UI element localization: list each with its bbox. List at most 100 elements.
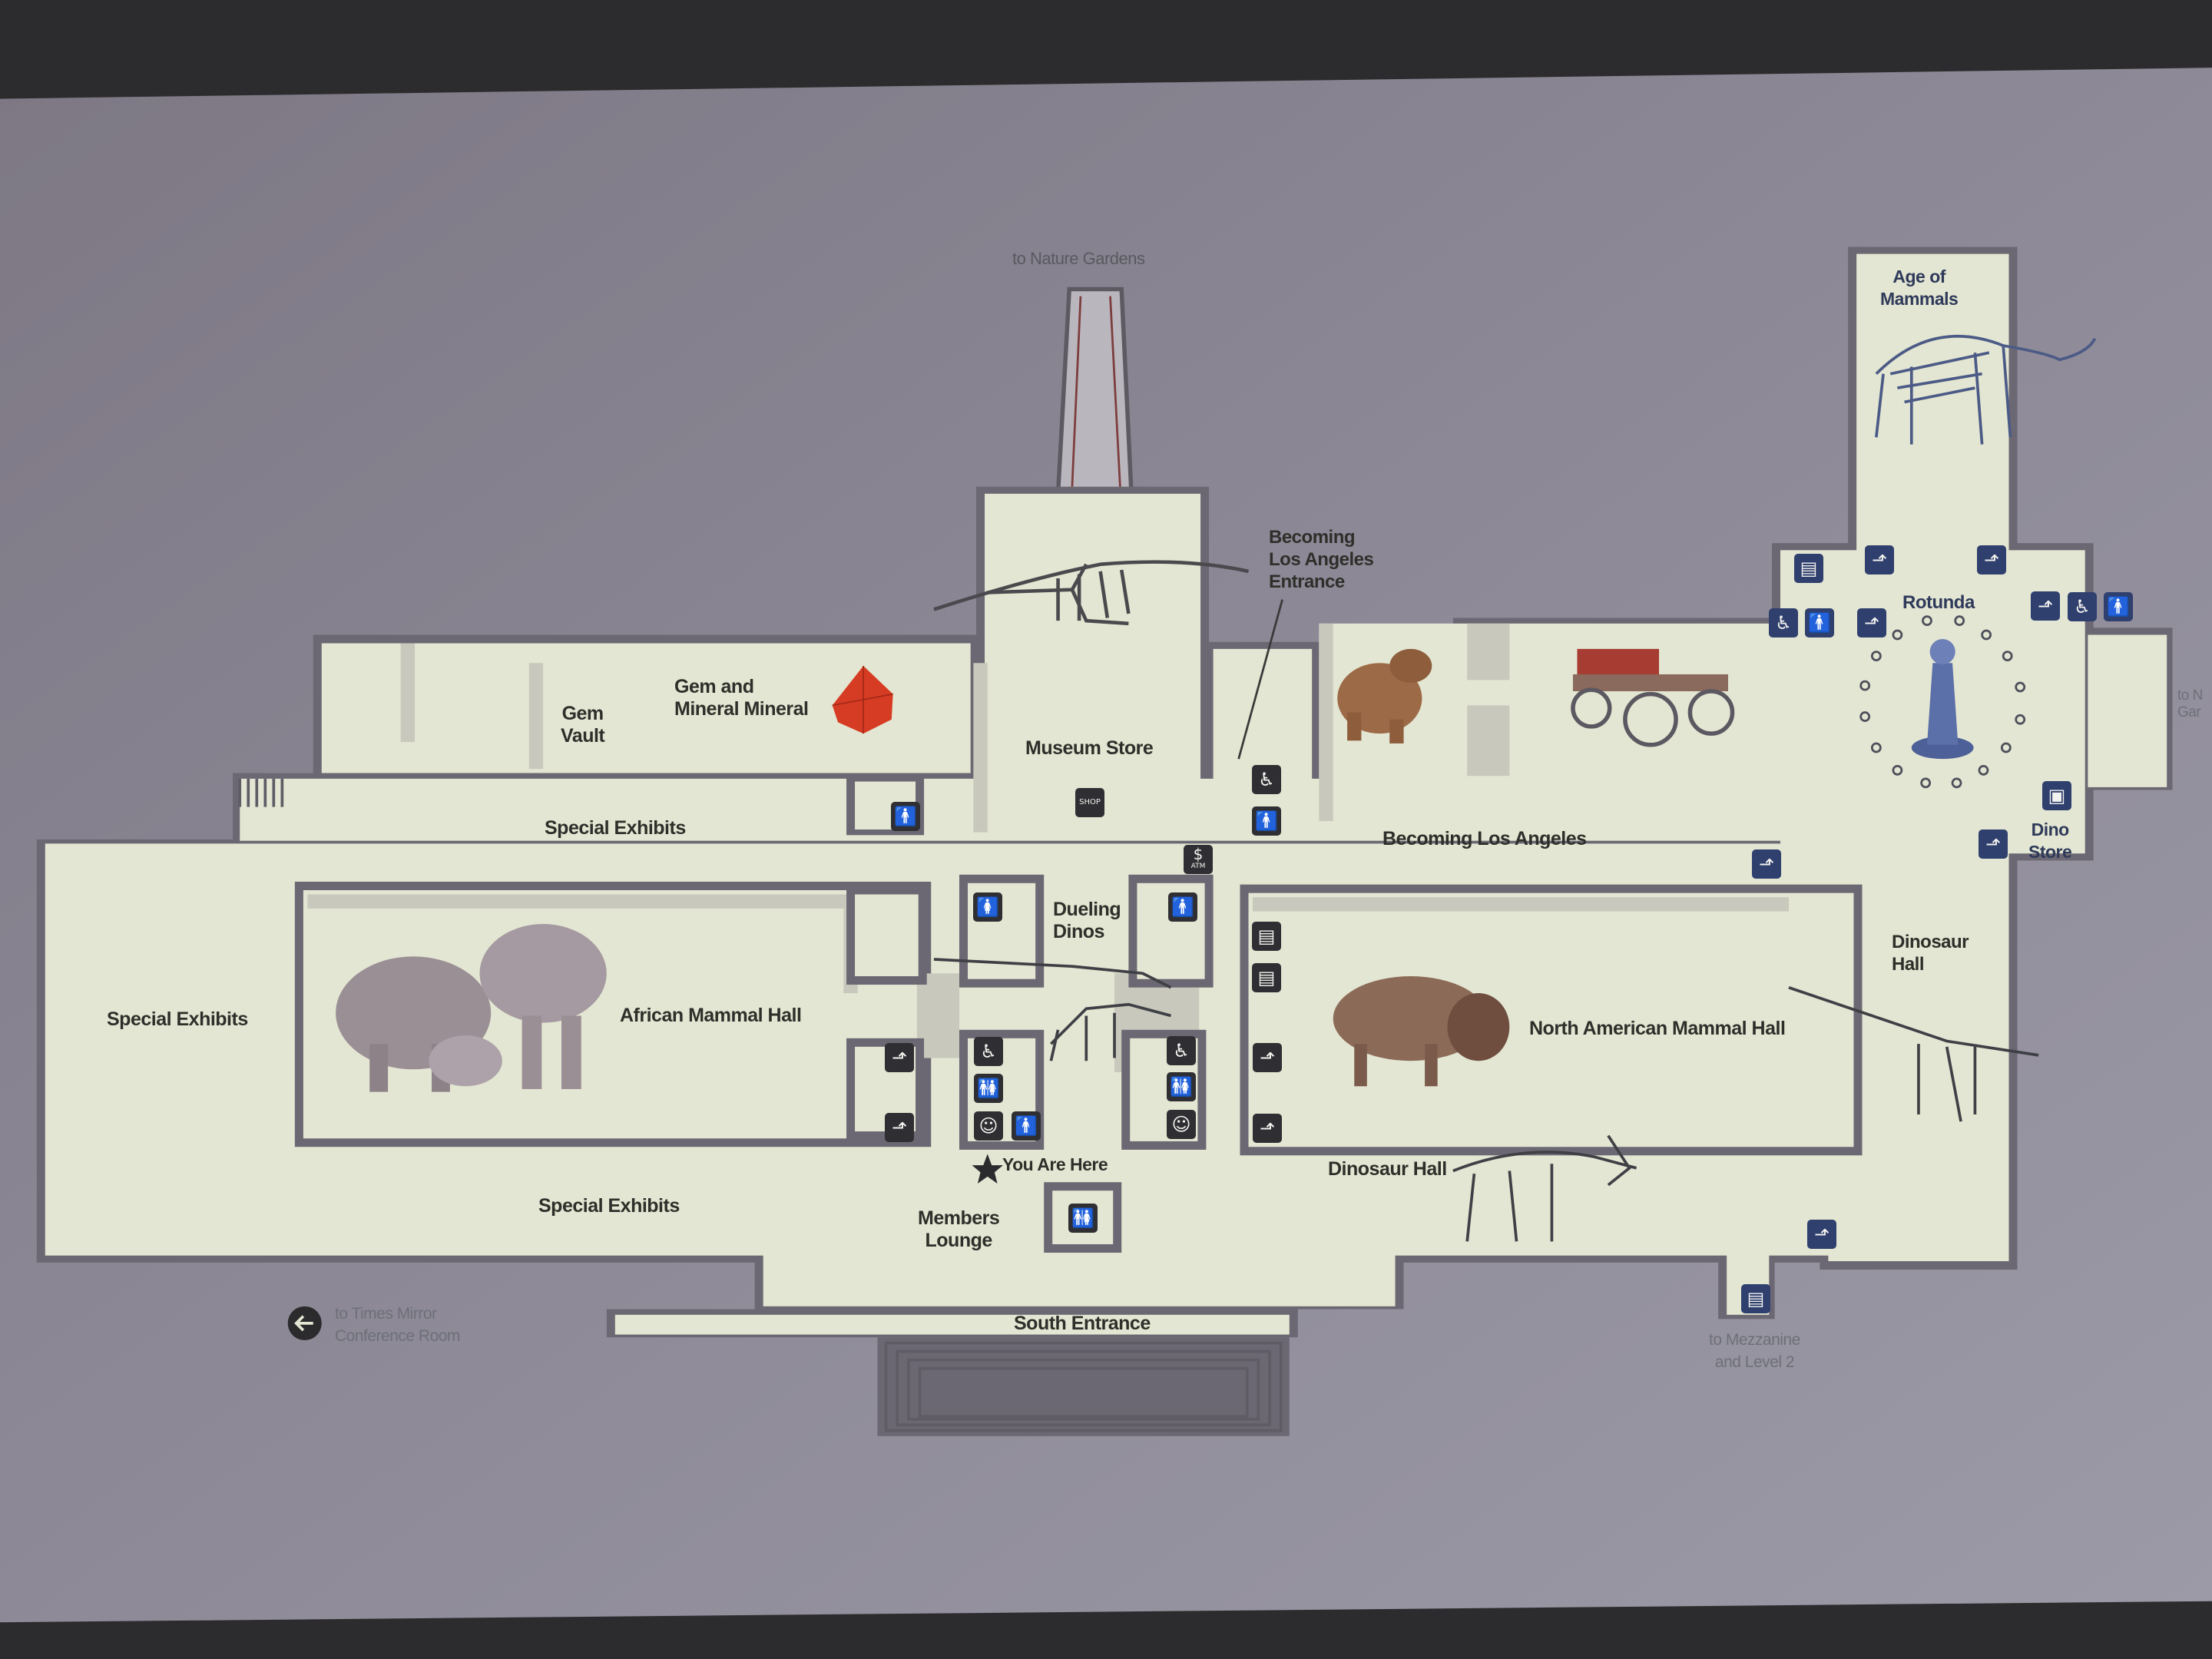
label-line: Entrance (1269, 571, 1345, 592)
flying-reptile-skeleton (933, 560, 1250, 626)
wheelchair-icon: ♿ (974, 1037, 1003, 1066)
locker-icon: ▤ (1252, 963, 1281, 992)
stairs-icon: ⬏ (885, 1113, 914, 1142)
restroom-icon: 🚻 (974, 1074, 1003, 1103)
label-line: Becoming (1269, 527, 1356, 548)
label-rotunda: Rotunda (1902, 592, 1975, 613)
triceratops-skeleton (1452, 1134, 1637, 1242)
restroom-icon: 🚻 (1068, 1204, 1098, 1233)
label-to-nature-gardens: to Nature Gardens (1012, 249, 1145, 268)
label-south-entrance: South Entrance (1014, 1313, 1151, 1334)
label-you-are-here: You Are Here (1002, 1154, 1108, 1174)
label-special-exhibits-top: Special Exhibits (545, 817, 686, 839)
label-line: to N (2177, 687, 2203, 704)
label-line: Vault (561, 725, 605, 747)
label-line: Los Angeles (1269, 549, 1374, 570)
atm-icon: $ ATM (1184, 845, 1213, 874)
elevator-icon: ▤ (1794, 554, 1823, 583)
restroom-icon: 🚻 (1167, 1072, 1196, 1101)
stairs-icon: ⬏ (1865, 545, 1894, 575)
south-entrance-steps (884, 1341, 1283, 1432)
label-to-mezzanine: to Mezzanine and Level 2 (1709, 1329, 1800, 1373)
label-line: to Mezzanine (1709, 1331, 1800, 1349)
wall-shadows (307, 623, 1789, 1072)
wagon-illustration (1571, 648, 1735, 747)
mammoth-skeleton (1875, 334, 2097, 445)
stairs-icon: ⬏ (1977, 545, 2006, 575)
stairs-icon: ⬏ (1752, 849, 1781, 879)
walkway-to-nature-gardens (1055, 286, 1134, 496)
label-line: to Times Mirror (335, 1305, 437, 1323)
label-dinosaur-hall-bottom: Dinosaur Hall (1328, 1158, 1447, 1180)
restroom-icon: 🚹 (1805, 608, 1834, 637)
shop-icon: SHOP (1075, 788, 1104, 817)
label-line: Gar (2177, 704, 2201, 720)
label-line: Hall (1892, 954, 1925, 975)
restroom-icon: 🚹 (1168, 892, 1197, 922)
label-line: Members (918, 1207, 1000, 1229)
atm-label: ATM (1190, 863, 1206, 870)
label-dueling-dinos: Dueling Dinos (1053, 899, 1121, 943)
bison-illustration (1333, 976, 1510, 1087)
dueling-dinos-skeletons (933, 958, 1172, 1061)
label-dino-store: Dino Store (2028, 819, 2072, 863)
label-line: Gem (561, 703, 604, 724)
left-arrow-icon (294, 1315, 313, 1332)
label-gem-vault: Gem Vault (561, 703, 605, 747)
label-line: Mineral Mineral (674, 698, 809, 720)
label-line: Mammals (1880, 289, 1959, 309)
label-line: Dinos (1053, 921, 1104, 942)
label-special-exhibits-left: Special Exhibits (107, 1008, 248, 1030)
gem-facets (832, 665, 893, 734)
elevator-icon: ▤ (1741, 1284, 1770, 1313)
label-gem-and-mineral: Gem and Mineral Mineral (674, 676, 809, 720)
label-members-lounge: Members Lounge (918, 1207, 1000, 1252)
stairs-icon: ⬏ (1857, 608, 1886, 637)
label-special-exhibits-bottom: Special Exhibits (538, 1195, 680, 1217)
stairs-icon: ⬏ (885, 1043, 914, 1072)
label-line: Store (2028, 842, 2072, 862)
label-to-times-mirror: to Times Mirror Conference Room (335, 1303, 460, 1347)
stairs-icon: ⬏ (1253, 1043, 1282, 1072)
label-age-of-mammals: Age of Mammals (1880, 266, 1959, 310)
rotunda-columns (1859, 615, 2026, 789)
locker-icon: ▤ (1252, 922, 1281, 951)
entrance-leader-line (1237, 599, 1283, 760)
wheelchair-icon: ♿ (1167, 1036, 1196, 1065)
you-are-here-star (972, 1154, 1003, 1184)
wheelchair-icon: ♿ (2068, 592, 2097, 621)
label-line: Lounge (925, 1230, 993, 1251)
label-line: Gem and (674, 676, 754, 697)
stairs-icon: ⬏ (1979, 830, 2008, 859)
label-museum-store: Museum Store (1025, 737, 1154, 759)
label-african-mammal-hall: African Mammal Hall (620, 1005, 802, 1026)
label-line: Dino (2031, 820, 2070, 839)
stairs-icon: ⬏ (2031, 591, 2060, 621)
label-line: Age of (1892, 267, 1945, 286)
dinosaur-hall-skeleton (1788, 985, 2039, 1122)
elephant-illustration (336, 924, 607, 1092)
label-line: and Level 2 (1714, 1353, 1795, 1371)
baby-change-icon: ☺ (1167, 1110, 1196, 1139)
label-becoming-la-entrance: Becoming Los Angeles Entrance (1269, 526, 1374, 593)
shop-icon: ▣ (2042, 781, 2071, 810)
label-north-american-mammal-hall: North American Mammal Hall (1529, 1018, 1786, 1039)
restroom-icon: 🚺 (973, 892, 1002, 922)
label-line: Conference Room (335, 1327, 460, 1345)
label-dinosaur-hall-right: Dinosaur Hall (1892, 931, 1969, 975)
restroom-icon: 🚹 (2104, 592, 2133, 621)
stairs-icon: ⬏ (1253, 1114, 1282, 1143)
label-becoming-la: Becoming Los Angeles (1382, 828, 1587, 849)
left-stair-lines (238, 778, 284, 807)
atm-symbol: $ (1193, 845, 1204, 863)
wheelchair-icon: ♿ (1769, 608, 1798, 637)
restroom-icon: 🚹 (1012, 1111, 1041, 1141)
restroom-icon: 🚹 (1252, 806, 1281, 836)
wheelchair-icon: ♿ (1252, 765, 1281, 794)
label-line: Dinosaur (1892, 932, 1969, 952)
label-line: Dueling (1053, 899, 1121, 920)
bear-illustration (1337, 648, 1432, 743)
restroom-icon: 🚹 (891, 802, 920, 831)
label-to-nature-gardens-right: to N Gar (2177, 687, 2203, 721)
